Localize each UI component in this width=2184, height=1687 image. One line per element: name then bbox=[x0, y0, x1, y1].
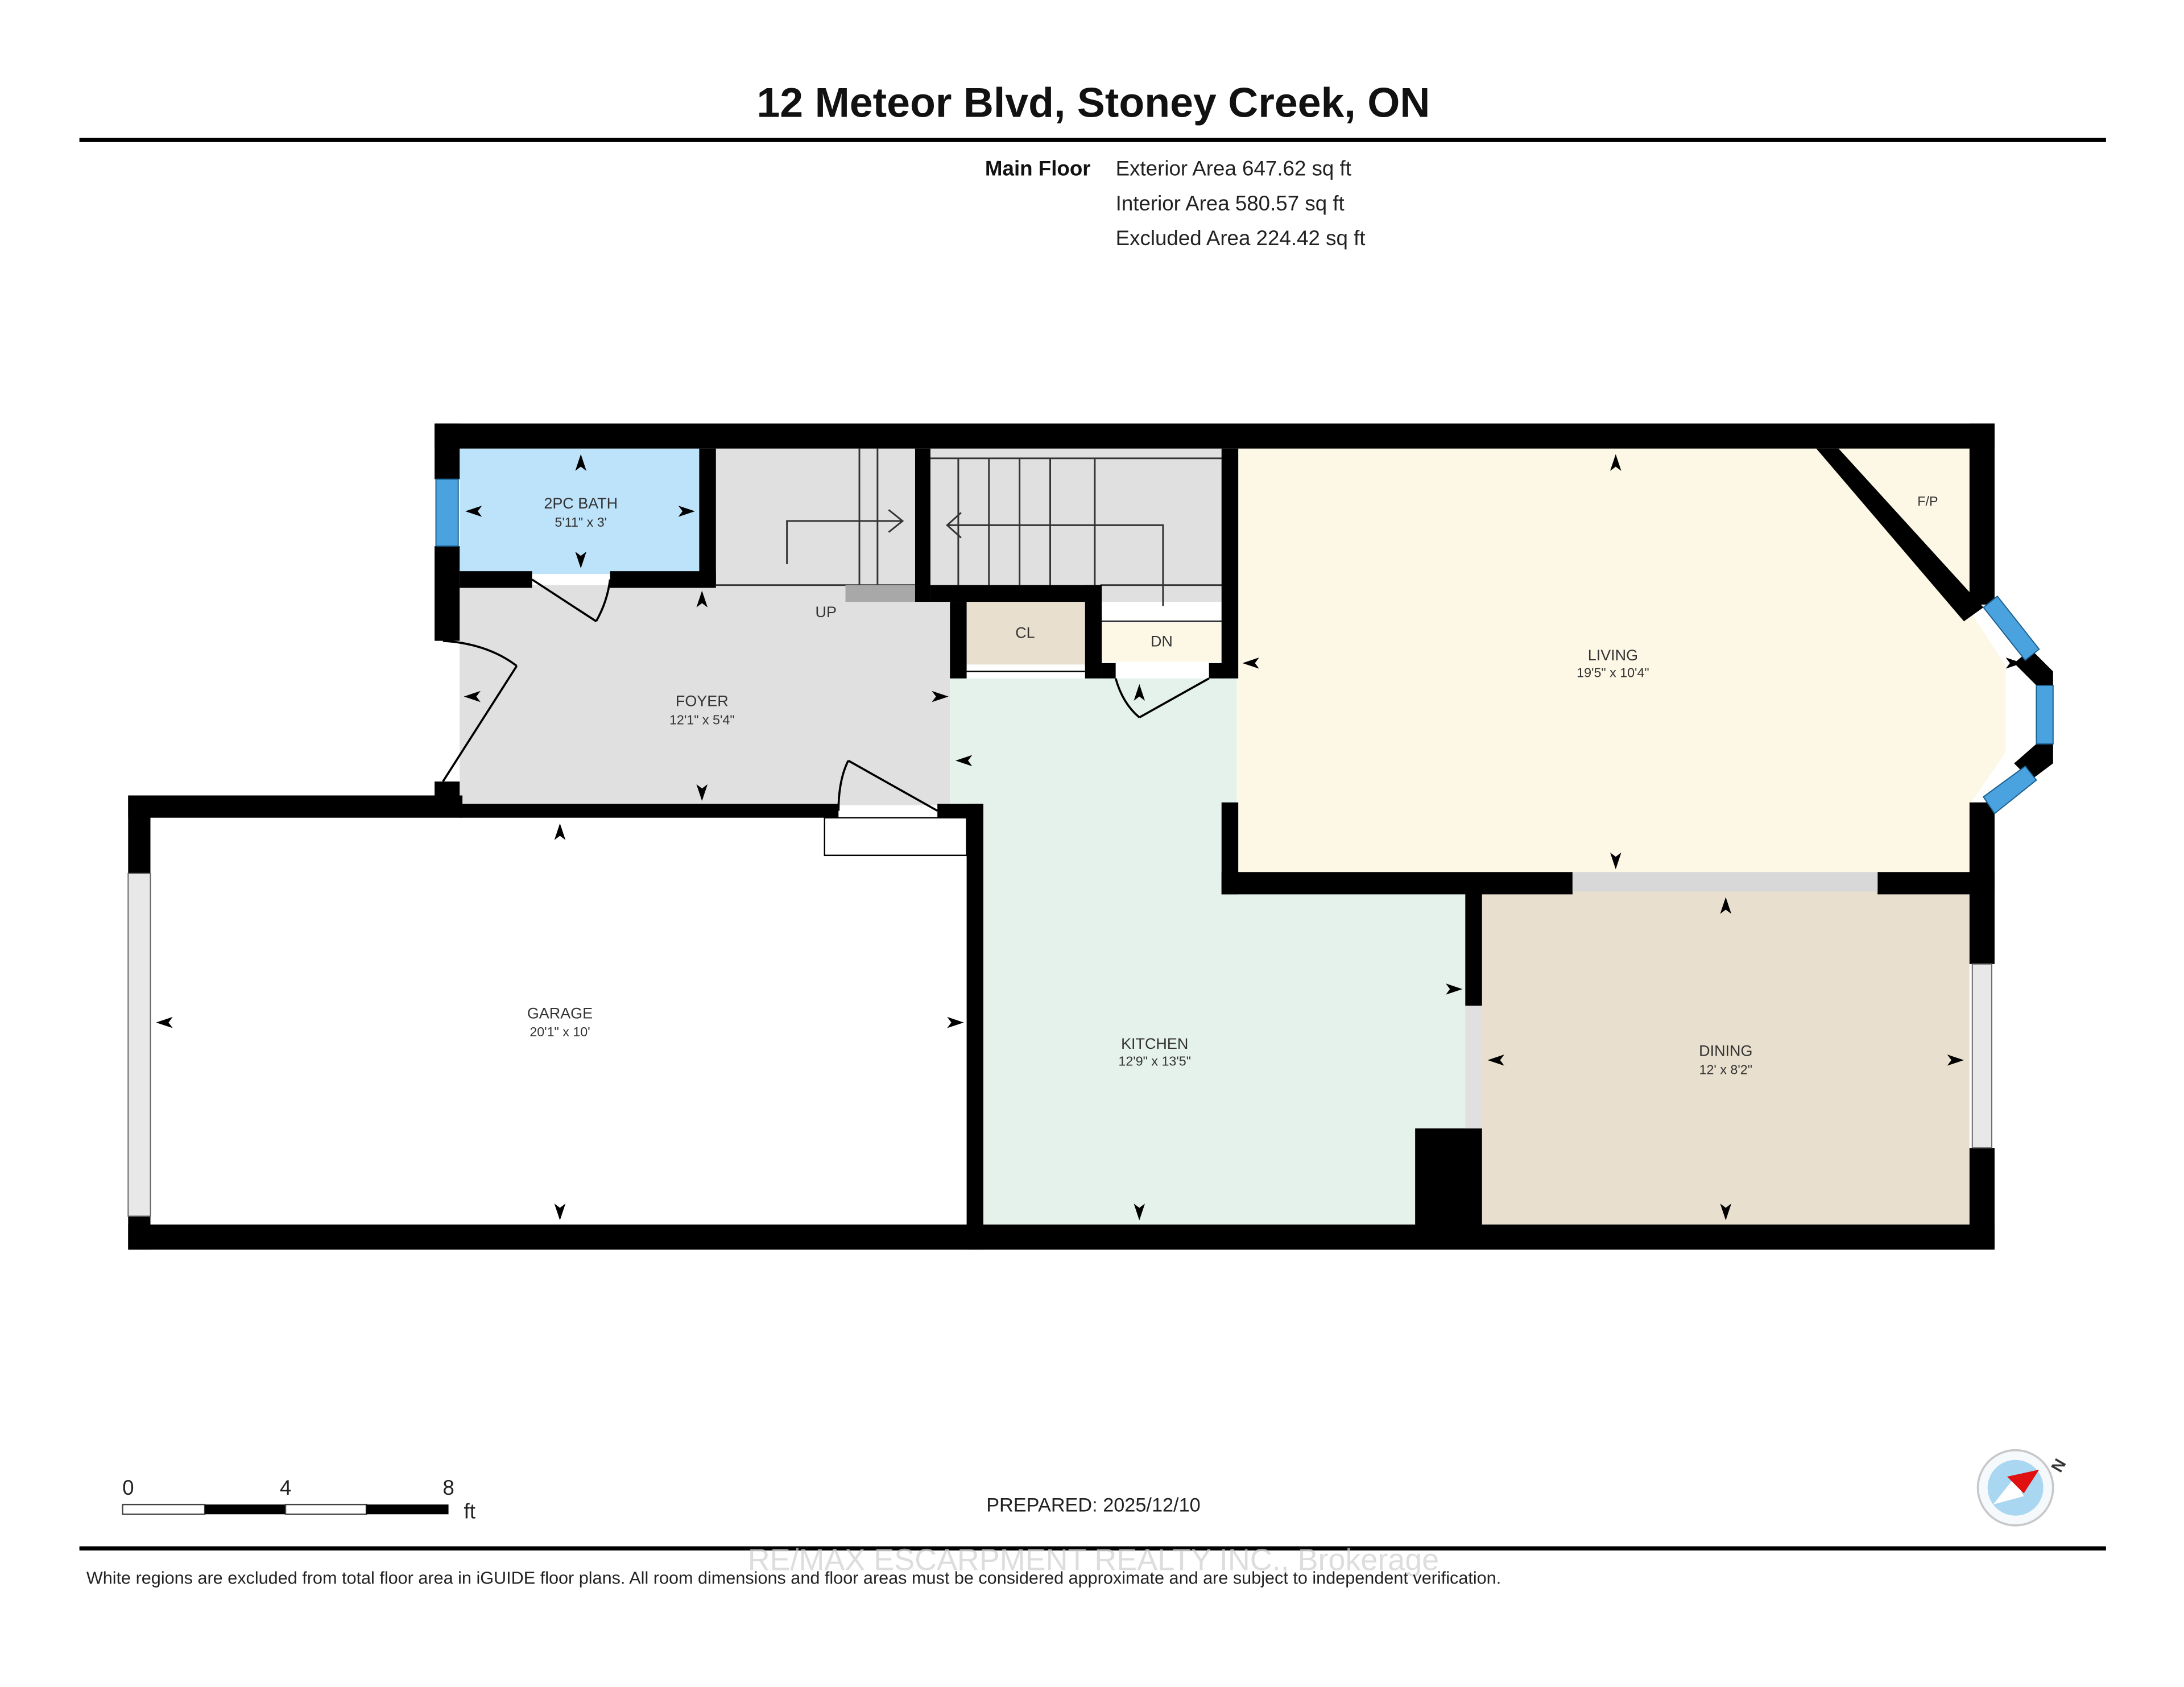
garage-floor bbox=[150, 817, 970, 1226]
stair-up-area bbox=[715, 448, 915, 588]
kitchen-floor bbox=[950, 678, 1471, 1226]
windows bbox=[127, 478, 2054, 1217]
brokerage-watermark: RE/MAX ESCARPMENT REALTY INC., Brokerage bbox=[748, 1543, 1439, 1577]
prepared-date: PREPARED: 2025/12/10 bbox=[986, 1494, 1200, 1516]
scale-bar: 0 4 8 ft bbox=[122, 1476, 475, 1523]
interior-area: Interior Area 580.57 sq ft bbox=[1116, 192, 1345, 215]
kitchen-dining-opening bbox=[1465, 1006, 1482, 1128]
dining-floor bbox=[1482, 891, 1970, 1226]
closet-label: CL bbox=[1015, 625, 1035, 642]
foyer-floor bbox=[460, 585, 950, 805]
compass-icon: N bbox=[1976, 1449, 2070, 1527]
stair-down-label: DN bbox=[1151, 632, 1173, 650]
stair-landing-step bbox=[845, 585, 915, 602]
garage-door-opening bbox=[127, 873, 151, 1217]
bath-door bbox=[531, 578, 611, 622]
kitchen-label: KITCHEN bbox=[1121, 1035, 1188, 1052]
bay-window-upper bbox=[1982, 595, 2040, 661]
scale-tick-4: 4 bbox=[280, 1476, 291, 1499]
footer-rule bbox=[79, 1546, 2106, 1550]
excluded-area: Excluded Area 224.42 sq ft bbox=[1116, 226, 1366, 250]
doors bbox=[442, 578, 1210, 812]
front-door bbox=[442, 639, 518, 782]
header-rule bbox=[79, 138, 2106, 142]
walls bbox=[128, 423, 2053, 1250]
garage-step bbox=[824, 817, 967, 857]
foyer-dims: 12'1" x 5'4" bbox=[669, 713, 735, 727]
compass-north-label: N bbox=[2048, 1456, 2070, 1475]
living-dims: 19'5" x 10'4" bbox=[1577, 665, 1649, 680]
stair-down-door bbox=[1114, 677, 1210, 718]
garage-dims: 20'1" x 10' bbox=[530, 1024, 590, 1039]
scale-tick-0: 0 bbox=[122, 1476, 134, 1499]
bath-window bbox=[435, 478, 459, 547]
bay-window-lower bbox=[1983, 765, 2037, 814]
garage-label: GARAGE bbox=[527, 1004, 593, 1022]
living-floor bbox=[1236, 448, 2006, 875]
room-fills bbox=[150, 448, 2006, 1226]
exterior-area: Exterior Area 647.62 sq ft bbox=[1116, 157, 1351, 180]
kitchen-dims: 12'9" x 13'5" bbox=[1118, 1054, 1191, 1069]
scale-tick-8: 8 bbox=[442, 1476, 454, 1499]
living-label: LIVING bbox=[1588, 647, 1638, 664]
page-title: 12 Meteor Blvd, Stoney Creek, ON bbox=[756, 79, 1430, 126]
closet-floor bbox=[966, 600, 1085, 665]
bay-window-middle bbox=[2036, 685, 2054, 745]
stair-down-landing bbox=[1100, 622, 1222, 662]
stair-up-label: UP bbox=[816, 603, 837, 621]
bath-dims: 5'11" x 3' bbox=[555, 515, 607, 530]
floor-label: Main Floor bbox=[985, 157, 1091, 180]
dimension-arrows bbox=[156, 454, 2022, 1221]
bath-floor bbox=[460, 448, 700, 574]
stairs bbox=[715, 448, 1223, 622]
footer-disclaimer: White regions are excluded from total fl… bbox=[86, 1569, 1501, 1588]
fireplace-label: F/P bbox=[1917, 494, 1938, 508]
dining-window bbox=[1971, 963, 1993, 1149]
bath-label: 2PC BATH bbox=[544, 495, 618, 512]
dining-dims: 12' x 8'2" bbox=[1699, 1062, 1752, 1077]
garage-entry-door bbox=[837, 759, 938, 812]
scale-unit: ft bbox=[464, 1500, 475, 1523]
dining-label: DINING bbox=[1699, 1043, 1752, 1060]
foyer-label: FOYER bbox=[676, 693, 729, 710]
living-dining-opening bbox=[1572, 872, 1878, 892]
